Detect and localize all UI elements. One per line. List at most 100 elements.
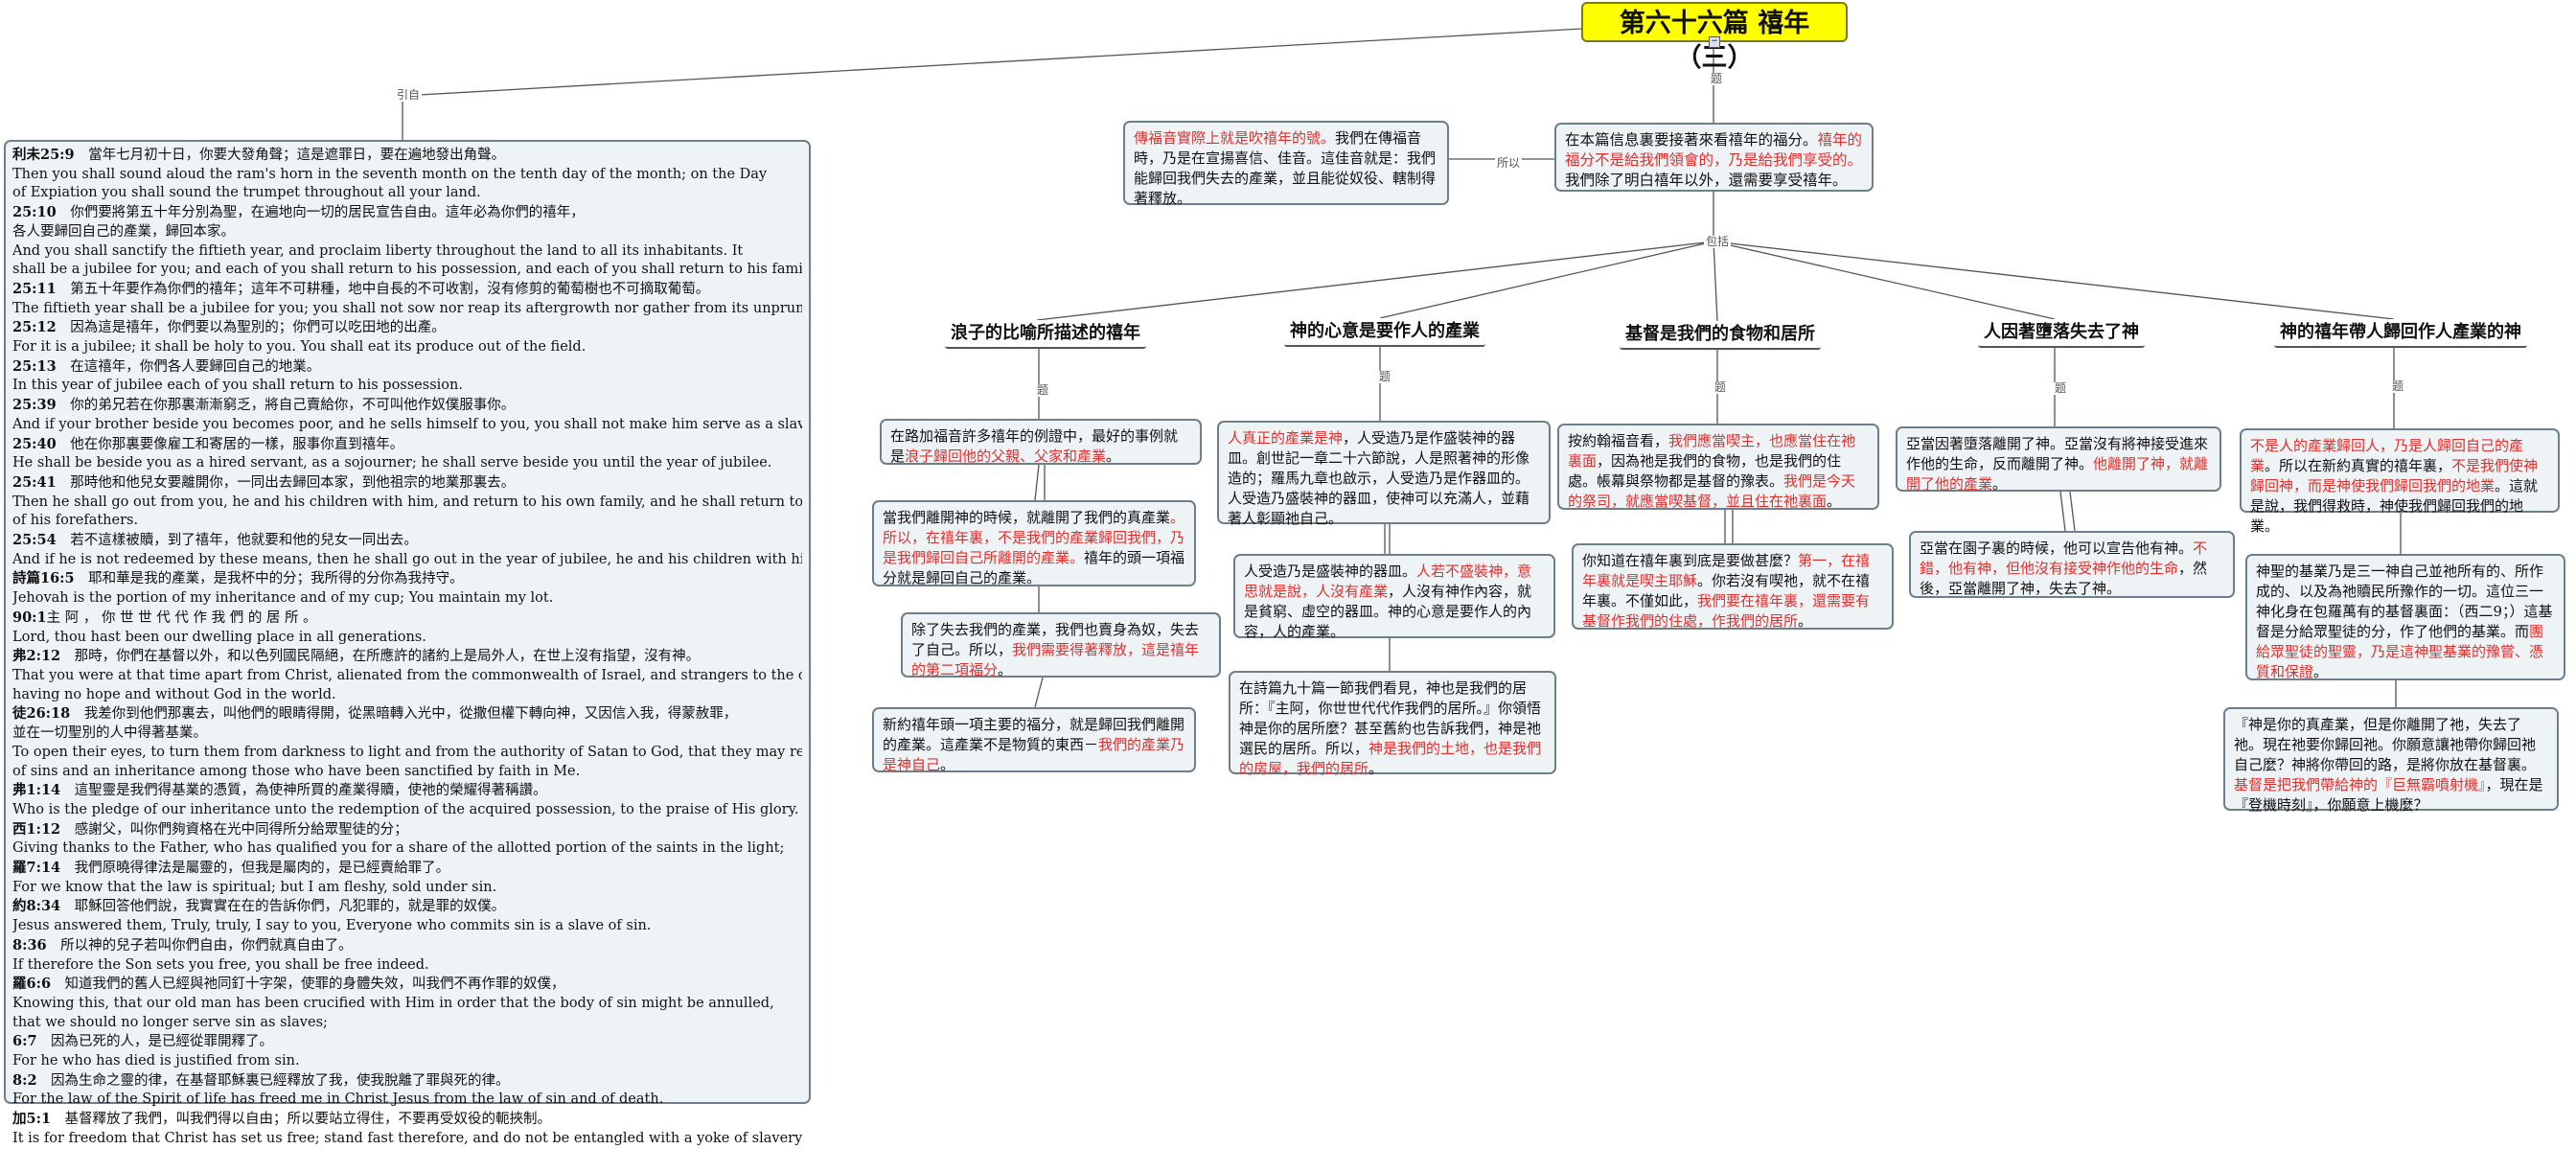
verse-reference: 25:12: [12, 319, 57, 336]
verse-text: The fiftieth year shall be a jubilee for…: [12, 300, 802, 316]
verse-text: 那時，你們在基督以外，和以色列國民隔絕，在所應許的諸約上是局外人，在世上沒有指望…: [60, 649, 701, 665]
verse-text: 並在一切聖別的人中得著基業。: [12, 725, 207, 742]
scripture-line: And if he is not redeemed by these means…: [12, 551, 802, 570]
verse-reference: 25:40: [12, 435, 57, 452]
highlight-text: 人若不盛裝神，意思就是說，人沒有產業: [1244, 563, 1532, 600]
verse-reference: 90:1: [12, 609, 47, 626]
intro-side-note[interactable]: 傳福音實際上就是吹禧年的號。我們在傳福音時，乃是在宣揚喜信、佳音。這佳音就是：我…: [1123, 121, 1449, 207]
verse-text: Lord, thou hast been our dwelling place …: [12, 629, 426, 645]
scripture-line: 詩篇16:5 耶和華是我的產業，是我杯中的分；我所得的分你為我持守。: [12, 569, 802, 589]
note-text: 。: [2313, 663, 2329, 680]
note-text: 『神是你的真產業，但是你離開了祂，失去了祂。現在祂要你歸回祂。你願意讓祂帶你歸回…: [2234, 716, 2537, 773]
branch-heading-prodigal[interactable]: 浪子的比喻所描述的禧年: [945, 320, 1146, 349]
branch-heading-god-inheritance[interactable]: 神的心意是要作人的產業: [1284, 318, 1485, 347]
connector: [1713, 241, 2056, 320]
verse-text: To open their eyes, to turn them from da…: [12, 744, 802, 760]
verse-text: For the law of the Spirit of life has fr…: [12, 1092, 664, 1108]
branch-note[interactable]: 亞當在園子裏的時候，他可以宣告他有神。不錯，他有神，但他沒有接受神作他的生命，然…: [1909, 531, 2235, 598]
label-topic-a: 题: [1035, 383, 1051, 397]
connector: [1034, 677, 1044, 708]
connector: [1713, 241, 2395, 320]
verse-text: 那時他和他兒女要離開你，一同出去歸回本家，到他祖宗的地業那裏去。: [56, 474, 516, 491]
verse-text: 這聖靈是我們得基業的憑質，為使神所買的產業得贖，使祂的榮耀得著稱讚。: [60, 783, 547, 799]
label-so: 所以: [1495, 156, 1523, 170]
highlight-text: 我們要在禧年裏，還需要有基督作我們的住處，作我們的居所: [1582, 592, 1871, 630]
verse-text: 感謝父，叫你們夠資格在光中同得所分給眾聖徒的分；: [60, 821, 408, 838]
connector: [402, 28, 1582, 97]
verse-text: For it is a jubilee; it shall be holy to…: [12, 339, 586, 356]
scripture-line: Jehovah is the portion of my inheritance…: [12, 589, 802, 609]
scripture-line: 各人要歸回自己的產業，歸回本家。: [12, 223, 802, 242]
branch-note[interactable]: 新約禧年頭一項主要的福分，就是歸回我們離開的產業。這產業不是物質的東西－我們的產…: [872, 707, 1196, 773]
branch-note[interactable]: 按約翰福音看，我們應當喫主，也應當住在祂裏面，因為祂是我們的食物，也是我們的住處…: [1557, 424, 1879, 510]
scripture-line: If therefore the Son sets you free, you …: [12, 956, 802, 976]
branch-note[interactable]: 不是人的產業歸回人，乃是人歸回自己的產業。所以在新約真實的禧年裏，不是我們使神歸…: [2240, 428, 2560, 535]
connector: [1713, 241, 1718, 322]
note-text: 按約翰福音看，: [1568, 432, 1669, 449]
note-text: 新約禧年頭一項主要的福分，就是歸回我們離開的產業。這產業不是物質的東西－: [883, 716, 1185, 753]
verse-reference: 徒26:18: [12, 705, 71, 723]
verse-reference: 25:41: [12, 473, 57, 491]
connector: [1036, 241, 1714, 321]
verse-reference: 利未25:9: [12, 147, 75, 163]
branch-heading-jubilee-return[interactable]: 神的禧年帶人歸回作人產業的神: [2274, 319, 2527, 348]
branch-note[interactable]: 人受造乃是盛裝神的器皿。人若不盛裝神，意思就是說，人沒有產業，人沒有神作內容，就…: [1233, 554, 1555, 640]
verse-reference: 25:54: [12, 532, 57, 549]
note-text: 。: [998, 661, 1013, 678]
verse-text: Jesus answered them, Truly, truly, I say…: [12, 918, 652, 934]
scripture-line: 約8:34 耶穌回答他們說，我實實在在的告訴你們，凡犯罪的，就是罪的奴僕。: [12, 897, 802, 917]
label-quote: 引自: [395, 88, 423, 102]
verse-text: 各人要歸回自己的產業，歸回本家。: [12, 223, 235, 240]
verse-text: 基督釋放了我們，叫我們得以自由；所以要站立得住，不要再受奴役的軛挾制。: [51, 1112, 552, 1128]
collapse-toggle-icon[interactable]: −: [1709, 36, 1720, 48]
verse-text: 耶和華是我的產業，是我杯中的分；我所得的分你為我持守。: [74, 571, 464, 587]
verse-reference: 8:2: [12, 1071, 37, 1089]
note-text: 神聖的基業乃是三一神自己並祂所有的、所作成的、以及為祂贖民所豫作的一切。這位三一…: [2256, 563, 2553, 640]
verse-text: 因為生命之靈的律，在基督耶穌裏已經釋放了我，使我脫離了罪與死的律。: [36, 1072, 510, 1089]
verse-text: Jehovah is the portion of my inheritance…: [12, 590, 554, 607]
branch-note[interactable]: 除了失去我們的產業，我們也賣身為奴，失去了自己。所以，我們需要得著釋放，這是禧年…: [901, 612, 1221, 678]
verse-text: It is for freedom that Christ has set us…: [12, 1130, 802, 1146]
scripture-line: Who is the pledge of our inheritance unt…: [12, 801, 802, 820]
highlight-text: 我們應當喫主，也應當住在祂裏面: [1568, 432, 1856, 470]
note-text: 當我們離開神的時候，就離開了我們的真產業: [883, 509, 1171, 526]
branch-note[interactable]: 亞當因著墮落離開了神。亞當沒有將神接受進來作他的生命，反而離開了神。他離開了神，…: [1896, 426, 2221, 493]
verse-reference: 弗1:14: [12, 782, 61, 799]
branch-note[interactable]: 你知道在禧年裏到底是要做甚麼？第一，在禧年裏就是喫主耶穌。你若沒有喫祂，就不在禧…: [1572, 543, 1894, 630]
label-topic-b: 题: [1377, 370, 1393, 383]
verse-text: He shall be beside you as a hired servan…: [12, 455, 772, 471]
note-text: 。: [1106, 448, 1121, 465]
scripture-line: 羅6:6 知道我們的舊人已經與祂同釘十字架，使罪的身體失效，叫我們不再作罪的奴僕…: [12, 975, 802, 995]
branch-note[interactable]: 當我們離開神的時候，就離開了我們的真產業。所以，在禧年裏，不是我們的產業歸回我們…: [872, 500, 1196, 586]
scripture-line: For we know that the law is spiritual; b…: [12, 879, 802, 898]
branch-note[interactable]: 在路加福音許多禧年的例證中，最好的事例就是浪子歸回他的父親、父家和產業。: [880, 419, 1202, 465]
verse-text: Knowing this, that our old man has been …: [12, 995, 774, 1011]
scripture-panel[interactable]: 利未25:9 當年七月初十日，你要大發角聲；這是遮罪日，要在遍地發出角聲。The…: [4, 140, 811, 1146]
root-topic[interactable]: 第六十六篇 禧年（三）: [1581, 2, 1848, 73]
note-text: 。你若沒有喫祂，就不在禧年裏。不僅如此，: [1582, 572, 1871, 609]
intro-main-note[interactable]: 在本篇信息裏要接著來看禧年的福分。禧年的福分不是給我們領會的，乃是給我們享受的。…: [1554, 123, 1874, 192]
branch-heading-christ-food-dwelling[interactable]: 基督是我們的食物和居所: [1620, 321, 1821, 350]
highlight-text: 禧年的福分不是給我們領會的，乃是給我們享受的。: [1565, 131, 1863, 169]
connector: [2059, 491, 2066, 532]
highlight-text: 我們是今天的祭司，就應當喫基督，並且住在祂裏面: [1568, 472, 1856, 510]
branch-heading-fall-lost-god[interactable]: 人因著墮落失去了神: [1978, 319, 2145, 348]
branch-note[interactable]: 在詩篇九十篇一節我們看見，神也是我們的居所：『主阿，你世世代代作我們的居所。』你…: [1229, 671, 1556, 777]
branch-note[interactable]: 神聖的基業乃是三一神自己並祂所有的、所作成的、以及為祂贖民所豫作的一切。這位三一…: [2245, 554, 2565, 680]
scripture-line: Then he shall go out from you, he and hi…: [12, 494, 802, 513]
scripture-line: 8:36 所以神的兒子若叫你們自由，你們就真自由了。: [12, 936, 802, 956]
note-text: ，現在是『登機時刻』，你願意上機麼？: [2234, 776, 2543, 814]
scripture-line: 弗2:12 那時，你們在基督以外，和以色列國民隔絕，在所應許的諸約上是局外人，在…: [12, 647, 802, 667]
label-topic-c: 题: [1713, 380, 1729, 394]
highlight-text: 傳福音實際上就是吹禧年的號。: [1134, 129, 1336, 147]
verse-text: And if he is not redeemed by these means…: [12, 551, 802, 567]
connector: [2069, 491, 2076, 532]
scripture-line: 25:41 那時他和他兒女要離開你，一同出去歸回本家，到他祖宗的地業那裏去。: [12, 473, 802, 494]
verse-reference: 羅7:14: [12, 860, 61, 877]
branch-note[interactable]: 『神是你的真產業，但是你離開了祂，失去了祂。現在祂要你歸回祂。你願意讓祂帶你歸回…: [2223, 707, 2559, 814]
scripture-line: To open their eyes, to turn them from da…: [12, 744, 802, 763]
note-text: 。: [1992, 475, 2008, 493]
note-text: 在本篇信息裏要接著來看禧年的福分。: [1565, 131, 1818, 149]
branch-note[interactable]: 人真正的產業是神，人受造乃是作盛裝神的器皿。創世記一章二十六節說，人是照著神的形…: [1217, 421, 1551, 527]
scripture-line: 加5:1 基督釋放了我們，叫我們得以自由；所以要站立得住，不要再受奴役的軛挾制。: [12, 1110, 802, 1130]
